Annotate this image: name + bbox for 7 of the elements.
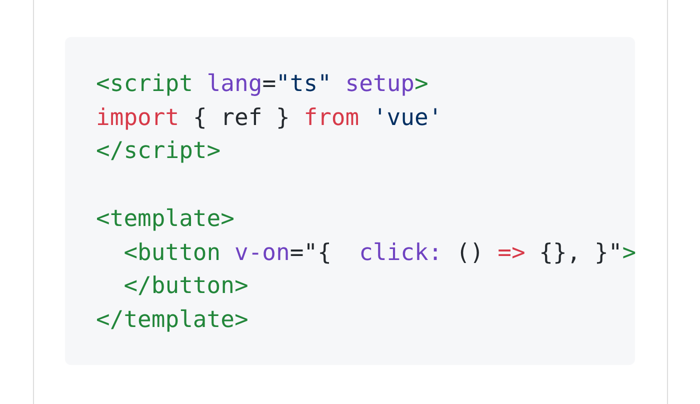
code-line: </template> <box>96 306 248 334</box>
code-line: </script> <box>96 137 221 166</box>
code-line: <button v-on="{ click: () => {}, }"> <box>124 238 636 266</box>
code-line: </button> <box>124 272 248 300</box>
code-line: import { ref } from 'vue' <box>96 104 442 132</box>
code-line: <template> <box>96 204 234 233</box>
code-line: <script lang="ts" setup> <box>96 70 428 98</box>
